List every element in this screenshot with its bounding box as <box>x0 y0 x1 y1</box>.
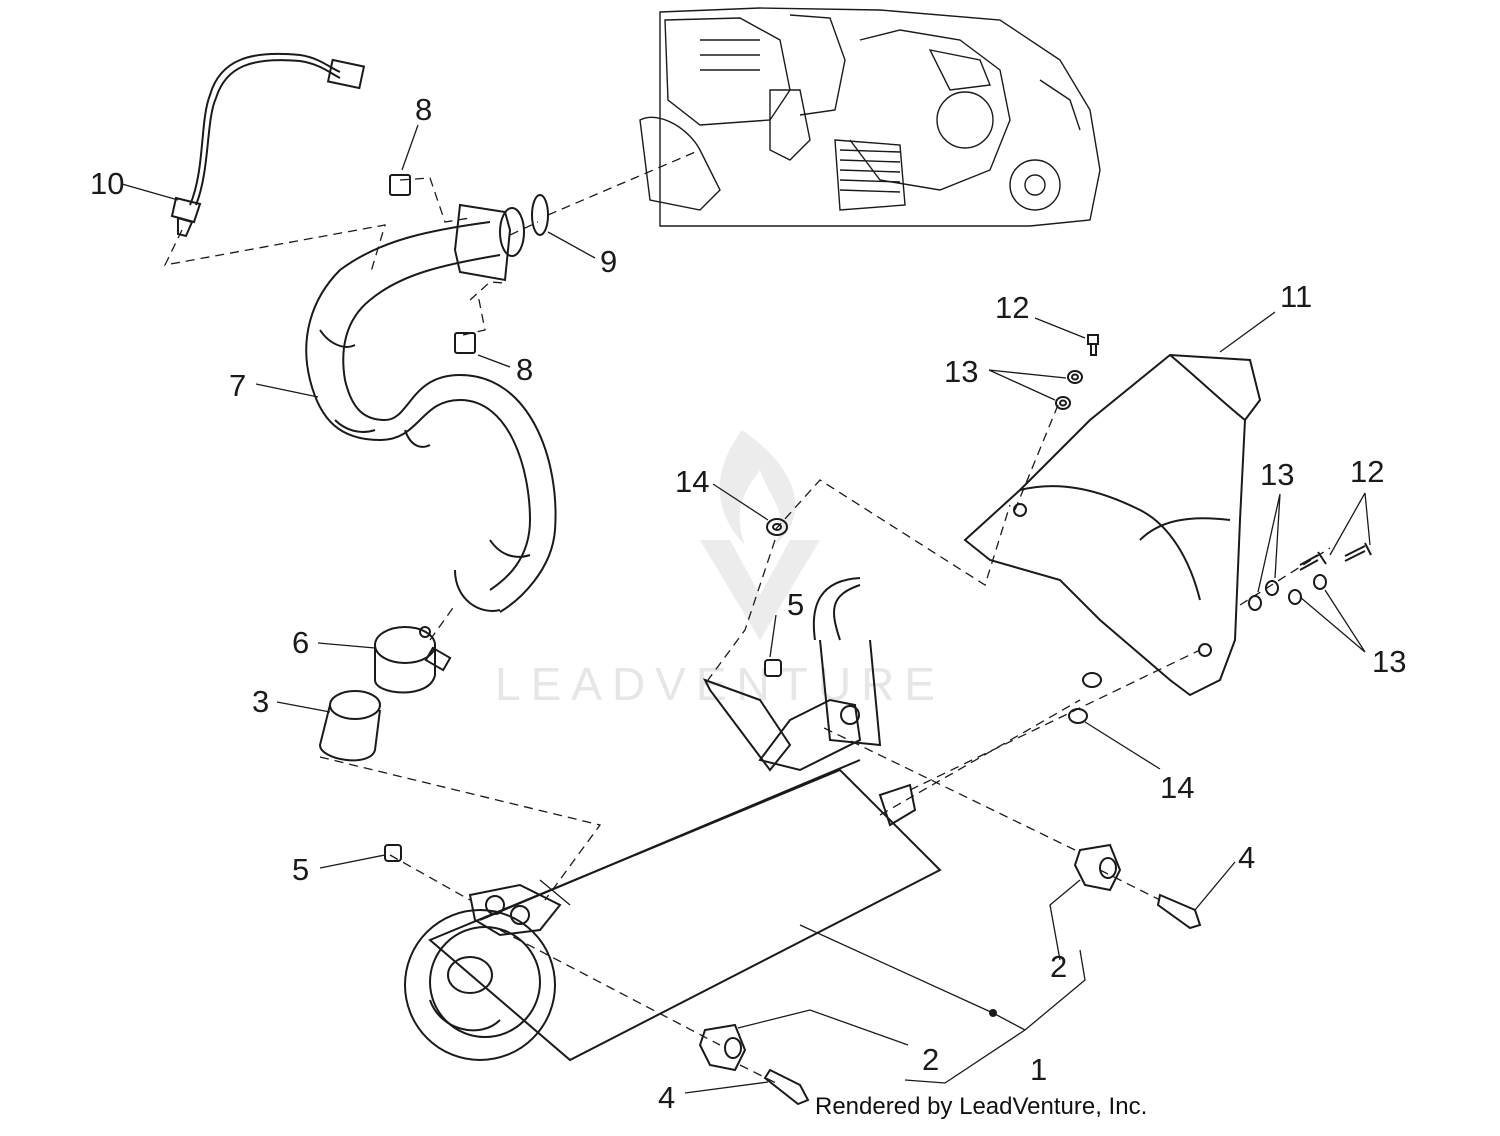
callout-10: 10 <box>90 166 124 201</box>
callout-4-lower: 4 <box>658 1080 675 1115</box>
callout-labels: 1 2 2 3 4 4 5 5 6 7 8 8 9 10 11 12 12 13… <box>90 92 1406 1115</box>
callout-13-lower: 13 <box>1372 644 1406 679</box>
exhaust-gasket <box>531 194 549 236</box>
washer-13c <box>1248 580 1279 611</box>
exhaust-clamp <box>374 626 452 694</box>
bolt-4a <box>1156 893 1202 930</box>
watermark-flame-logo <box>700 430 820 640</box>
callout-2-upper: 2 <box>1050 949 1067 984</box>
bushing-2a <box>1073 843 1122 892</box>
callout-11: 11 <box>1280 279 1312 314</box>
render-credit: Rendered by LeadVenture, Inc. <box>815 1093 1148 1120</box>
washer-13b <box>1055 396 1071 410</box>
washer-14a <box>766 518 788 536</box>
washer-13d <box>1288 574 1327 605</box>
muffler <box>404 577 942 1062</box>
nut-5b <box>384 844 402 862</box>
callout-2-lower: 2 <box>922 1042 939 1077</box>
washer-14b <box>1068 672 1102 724</box>
bushing-2b <box>698 1023 747 1072</box>
watermark: LEADVENTURE <box>495 430 935 710</box>
bolt-4b <box>763 1068 810 1106</box>
bolt-12a <box>1087 334 1099 356</box>
nut-5a <box>764 659 782 677</box>
callout-9: 9 <box>600 244 617 279</box>
bolt-12b <box>1299 542 1372 571</box>
washer-13a <box>1067 370 1083 384</box>
callout-8-lower: 8 <box>516 352 533 387</box>
callout-14-lower: 14 <box>1160 770 1194 805</box>
callout-5-upper: 5 <box>787 587 804 622</box>
exhaust-seal-sleeve <box>318 690 381 762</box>
callout-8-upper: 8 <box>415 92 432 127</box>
sleeve-upper <box>389 174 411 196</box>
head-pipe <box>305 203 557 613</box>
heat-shield <box>963 353 1262 697</box>
callout-6: 6 <box>292 625 309 660</box>
leader-lines <box>121 124 1371 1094</box>
callout-3: 3 <box>252 684 269 719</box>
callout-13-mid: 13 <box>1260 457 1294 492</box>
callout-5-lower: 5 <box>292 852 309 887</box>
assembly-routing-lines <box>163 149 1331 1086</box>
callout-14-upper: 14 <box>675 464 709 499</box>
engine-block <box>639 7 1101 227</box>
oxygen-sensor <box>170 52 366 238</box>
callout-4-upper: 4 <box>1238 840 1255 875</box>
callout-12-right: 12 <box>1350 454 1384 489</box>
callout-7: 7 <box>229 368 246 403</box>
sleeve-lower <box>454 332 476 354</box>
callout-13-upper: 13 <box>944 354 978 389</box>
callout-1: 1 <box>1030 1052 1047 1087</box>
callout-12-upper: 12 <box>995 290 1029 325</box>
